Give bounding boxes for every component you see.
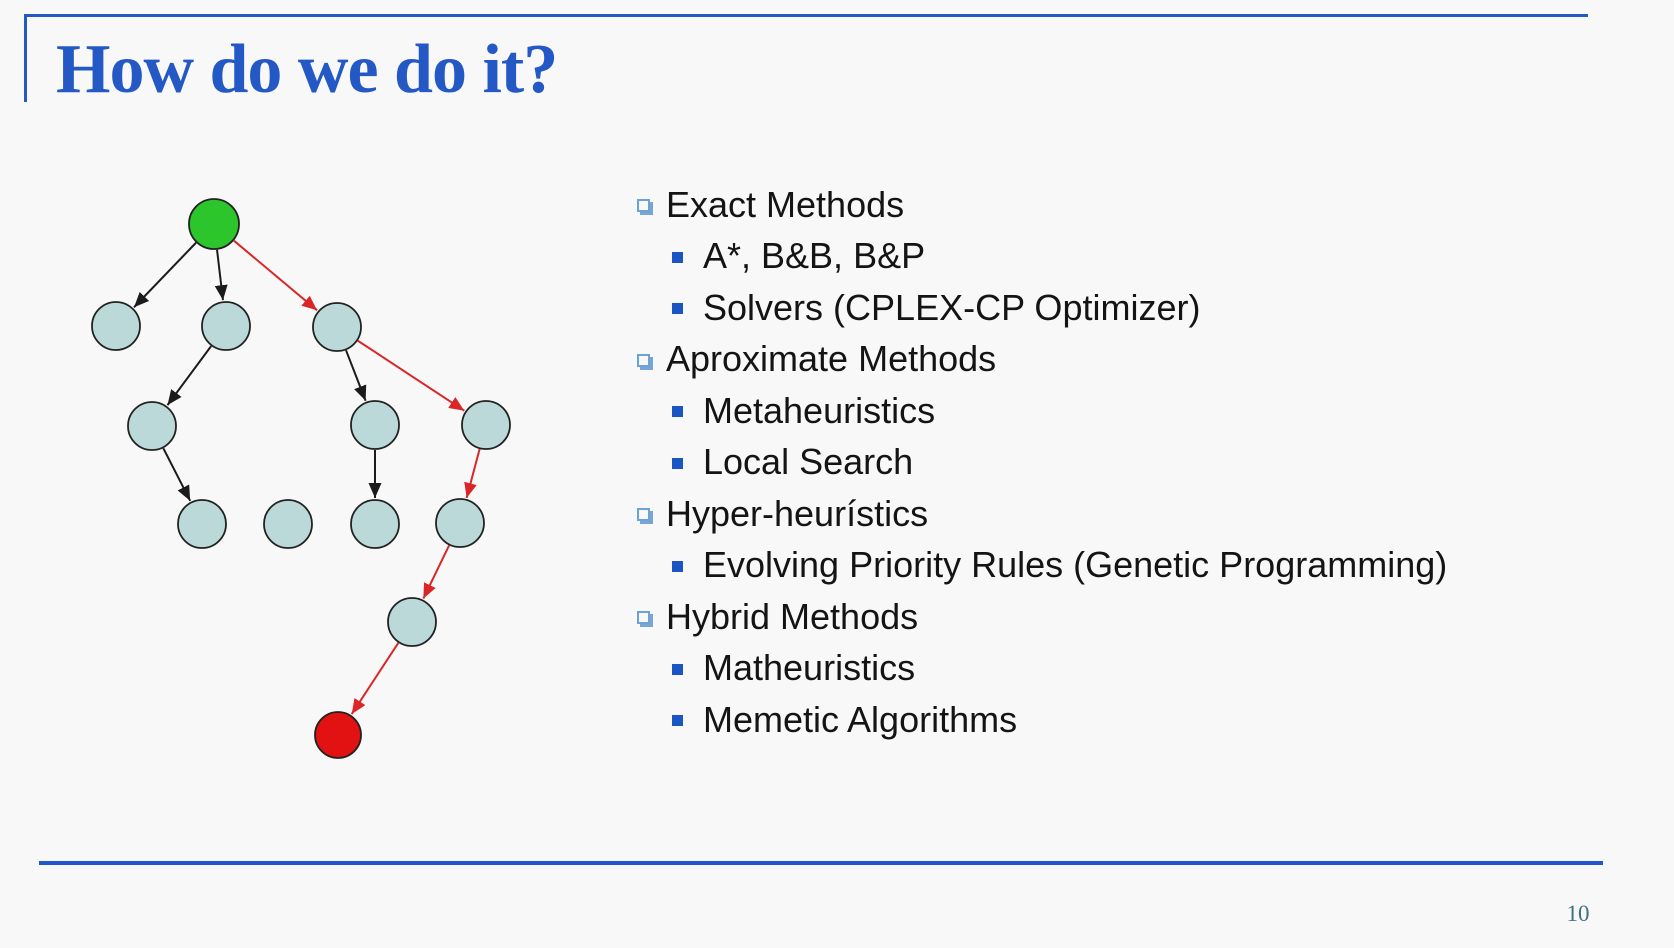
- filled-square-bullet-icon: [672, 457, 683, 469]
- tree-node-explored: [201, 301, 251, 351]
- list-item-level1: Exact Methods: [637, 179, 1597, 231]
- list-item-label: Memetic Algorithms: [703, 698, 1018, 740]
- filled-square-bullet-icon: [672, 251, 683, 263]
- tree-node-explored: [91, 301, 141, 351]
- tree-edge-normal: [162, 447, 192, 502]
- tree-edge-path: [422, 545, 450, 600]
- tree-node-solution: [314, 711, 362, 759]
- list-item-level2: Evolving Priority Rules (Genetic Program…: [637, 540, 1597, 592]
- filled-square-bullet-icon: [672, 303, 683, 315]
- tree-node-explored: [387, 597, 437, 647]
- tree-edge-normal: [345, 349, 367, 402]
- list-item-level2: Solvers (CPLEX-CP Optimizer): [637, 282, 1597, 334]
- tree-nodes: [91, 198, 511, 759]
- list-item-label: A*, B&B, B&P: [703, 235, 926, 277]
- methods-list: Exact Methods A*, B&B, B&P Solvers (CPLE…: [637, 179, 1597, 746]
- filled-square-bullet-icon: [672, 406, 683, 418]
- list-item-label: Local Search: [703, 441, 914, 483]
- list-item-level2: Metaheuristics: [637, 385, 1597, 437]
- tree-node-root: [188, 198, 240, 250]
- list-item-level2: Matheuristics: [637, 643, 1597, 695]
- hollow-square-bullet-icon: [637, 508, 650, 522]
- list-item-level2: A*, B&B, B&P: [637, 231, 1597, 283]
- tree-edge-path: [464, 448, 481, 499]
- list-item-level1: Hybrid Methods: [637, 591, 1597, 643]
- tree-edges: [133, 239, 481, 715]
- tree-edge-normal: [214, 249, 228, 301]
- filled-square-bullet-icon: [672, 715, 683, 727]
- list-item-label: Evolving Priority Rules (Genetic Program…: [703, 544, 1448, 586]
- list-item-level1: Hyper-heurístics: [637, 488, 1597, 540]
- list-item-label: Aproximate Methods: [666, 338, 997, 380]
- tree-node-explored: [177, 499, 227, 549]
- tree-edge-path: [357, 339, 465, 412]
- tree-edge-normal: [166, 345, 212, 406]
- filled-square-bullet-icon: [672, 560, 683, 572]
- page-number: 10: [1566, 901, 1590, 926]
- list-item-label: Metaheuristics: [703, 389, 936, 431]
- list-item-label: Matheuristics: [703, 647, 916, 689]
- hollow-square-bullet-icon: [637, 353, 650, 367]
- hollow-square-bullet-icon: [637, 611, 650, 625]
- tree-node-explored: [350, 400, 400, 450]
- hollow-square-bullet-icon: [637, 199, 650, 213]
- list-item-label: Hyper-heurístics: [666, 492, 929, 534]
- title-left-rule-line: [24, 14, 27, 102]
- tree-node-explored: [435, 498, 485, 548]
- list-item-label: Hybrid Methods: [666, 595, 919, 637]
- page-title: How do we do it?: [56, 31, 558, 108]
- tree-node-explored: [461, 400, 511, 450]
- tree-edge-normal: [133, 242, 197, 308]
- tree-edge-path: [350, 642, 400, 715]
- list-item-label: Exact Methods: [666, 183, 905, 225]
- bottom-rule-line: [39, 861, 1603, 865]
- list-item-label: Solvers (CPLEX-CP Optimizer): [703, 286, 1201, 328]
- tree-node-explored: [312, 302, 362, 352]
- tree-node-explored: [127, 401, 177, 451]
- list-item-level1: Aproximate Methods: [637, 334, 1597, 386]
- tree-node-explored: [350, 499, 400, 549]
- tree-node-explored: [263, 499, 313, 549]
- list-item-level2: Local Search: [637, 437, 1597, 489]
- list-item-level2: Memetic Algorithms: [637, 694, 1597, 746]
- filled-square-bullet-icon: [672, 663, 683, 675]
- top-rule-line: [24, 14, 1588, 17]
- tree-edge-path: [233, 239, 318, 312]
